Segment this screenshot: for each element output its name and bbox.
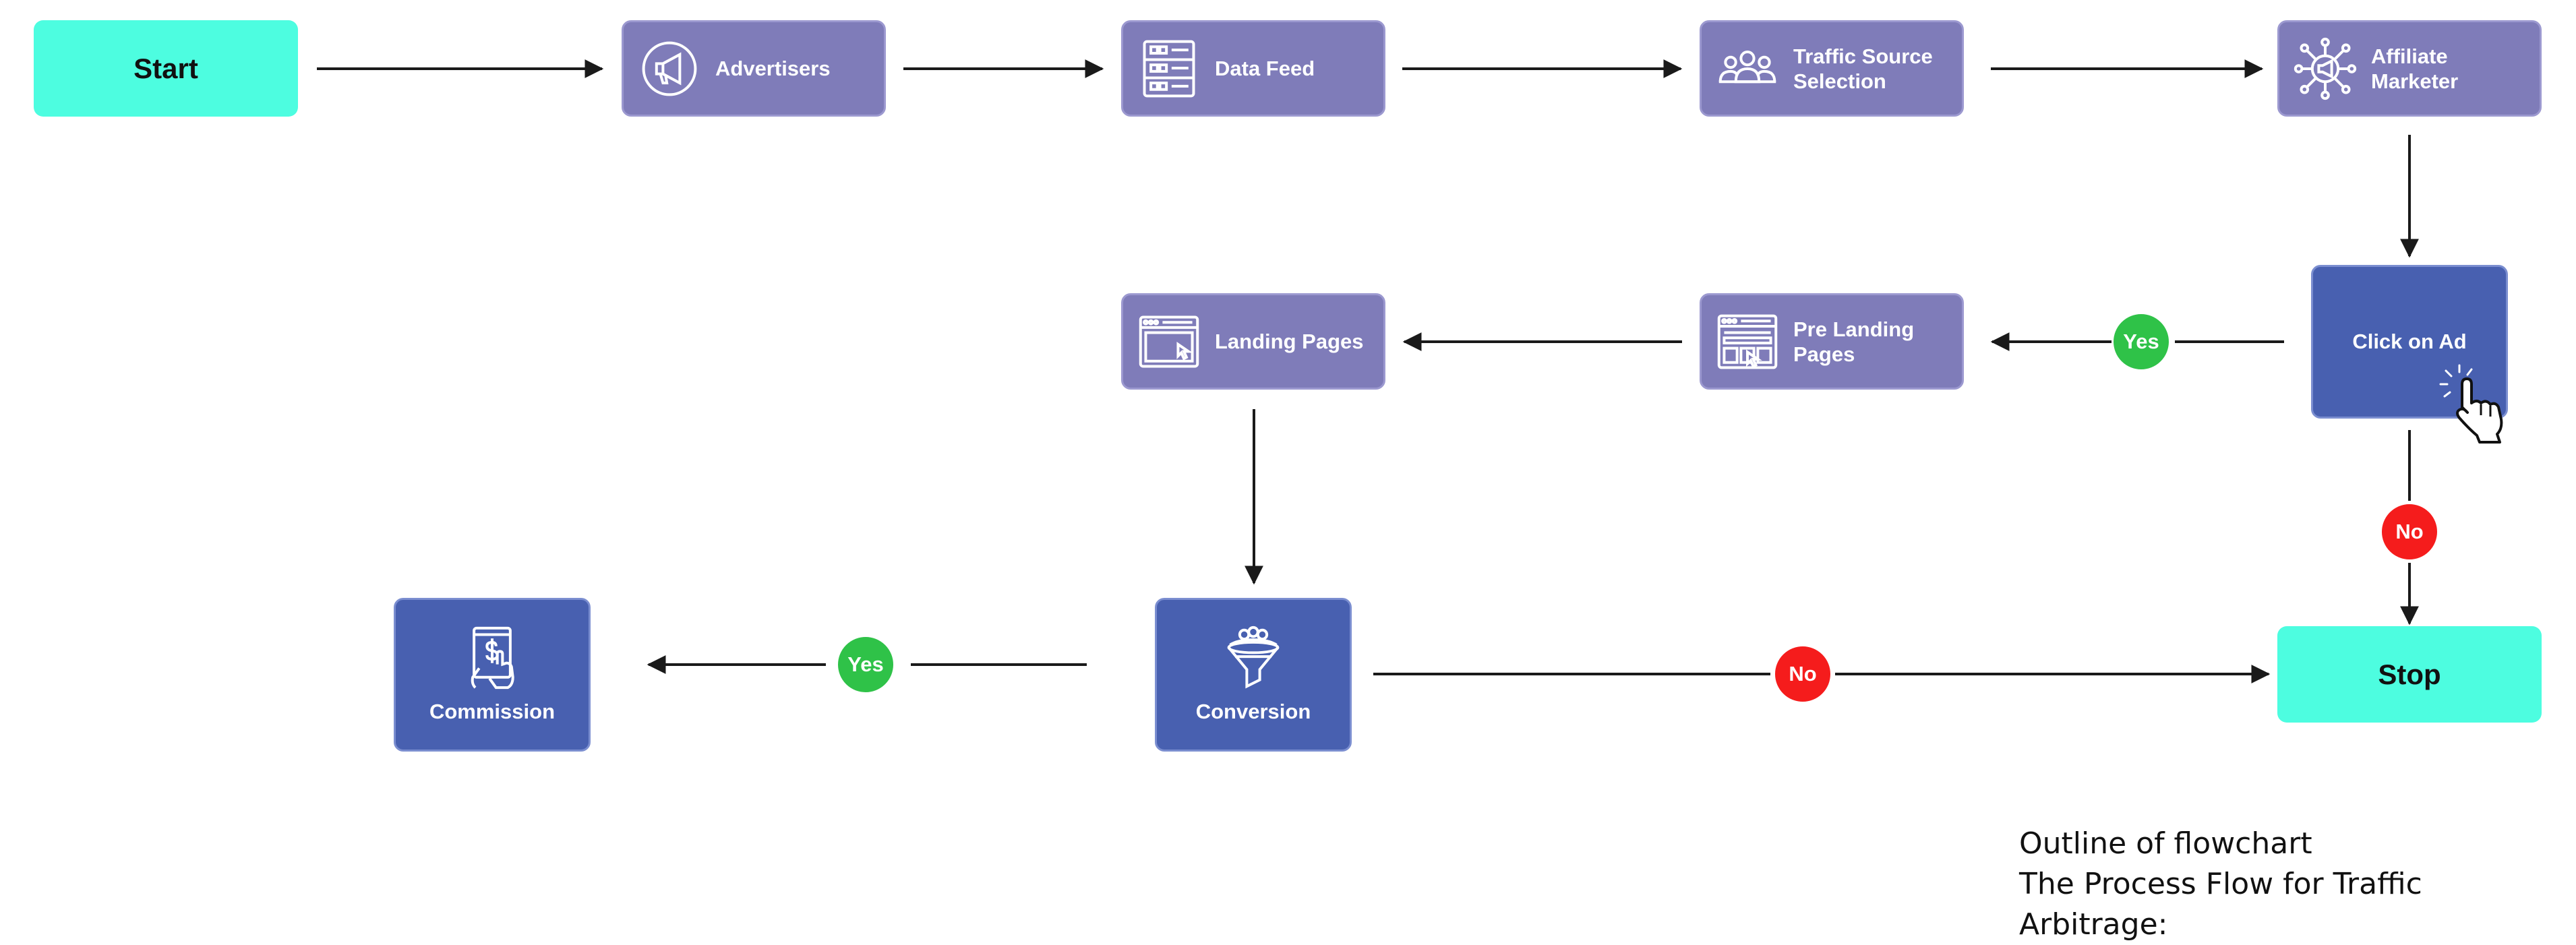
caption-line-1: Outline of flowchart	[2019, 826, 2312, 861]
start-label: Start	[133, 52, 198, 84]
landing-pages-label: Landing Pages	[1215, 330, 1364, 353]
pointer-hand-icon	[2439, 364, 2503, 444]
network-megaphone-icon	[2293, 36, 2358, 101]
pre-landing-label-line1: Pre Landing	[1793, 317, 1915, 341]
affiliate-label-line1: Affiliate	[2371, 44, 2448, 68]
start-node: Start	[34, 20, 298, 117]
advertisers-label: Advertisers	[715, 57, 831, 80]
pre-landing-pages-label: Pre Landing Pages	[1793, 317, 1914, 367]
stop-node: Stop	[2277, 626, 2542, 723]
commission-label: Commission	[429, 700, 556, 723]
traffic-source-node: Traffic Source Selection	[1700, 20, 1964, 117]
traffic-source-label-line2: Selection	[1793, 69, 1886, 93]
conversion-yes-badge: Yes	[836, 635, 895, 694]
stop-label: Stop	[2378, 658, 2441, 690]
affiliate-label-line2: Marketer	[2371, 69, 2459, 93]
traffic-source-label: Traffic Source Selection	[1793, 44, 1933, 94]
audience-group-icon	[1715, 36, 1780, 101]
pre-landing-label-line2: Pages	[1793, 342, 1855, 366]
conversion-no-badge: No	[1773, 644, 1832, 704]
affiliate-marketer-node: Affiliate Marketer	[2277, 20, 2542, 117]
traffic-source-label-line1: Traffic Source	[1793, 44, 1933, 68]
conversion-node: Conversion	[1155, 598, 1352, 752]
landing-pages-node: Landing Pages	[1121, 293, 1385, 390]
pre-landing-pages-node: Pre Landing Pages	[1700, 293, 1964, 390]
data-list-icon	[1137, 36, 1201, 101]
advertisers-node: Advertisers	[622, 20, 886, 117]
data-feed-label: Data Feed	[1215, 57, 1315, 80]
conversion-label: Conversion	[1195, 700, 1311, 723]
browser-cursor-icon	[1137, 309, 1201, 374]
data-feed-node: Data Feed	[1121, 20, 1385, 117]
click-no-badge: No	[2380, 502, 2439, 561]
commission-node: Commission	[394, 598, 591, 752]
megaphone-icon	[637, 36, 702, 101]
webpage-layout-icon	[1715, 309, 1780, 374]
click-on-ad-label: Click on Ad	[2352, 330, 2467, 353]
flowchart-caption: Outline of flowchart The Process Flow fo…	[2019, 824, 2576, 945]
click-yes-badge: Yes	[2111, 312, 2171, 371]
tablet-dollar-icon	[460, 626, 525, 690]
caption-line-2: The Process Flow for Traffic Arbitrage:	[2019, 867, 2422, 942]
affiliate-marketer-label: Affiliate Marketer	[2371, 44, 2458, 94]
click-on-ad-node: Click on Ad	[2311, 265, 2508, 419]
sales-funnel-icon	[1227, 626, 1280, 690]
